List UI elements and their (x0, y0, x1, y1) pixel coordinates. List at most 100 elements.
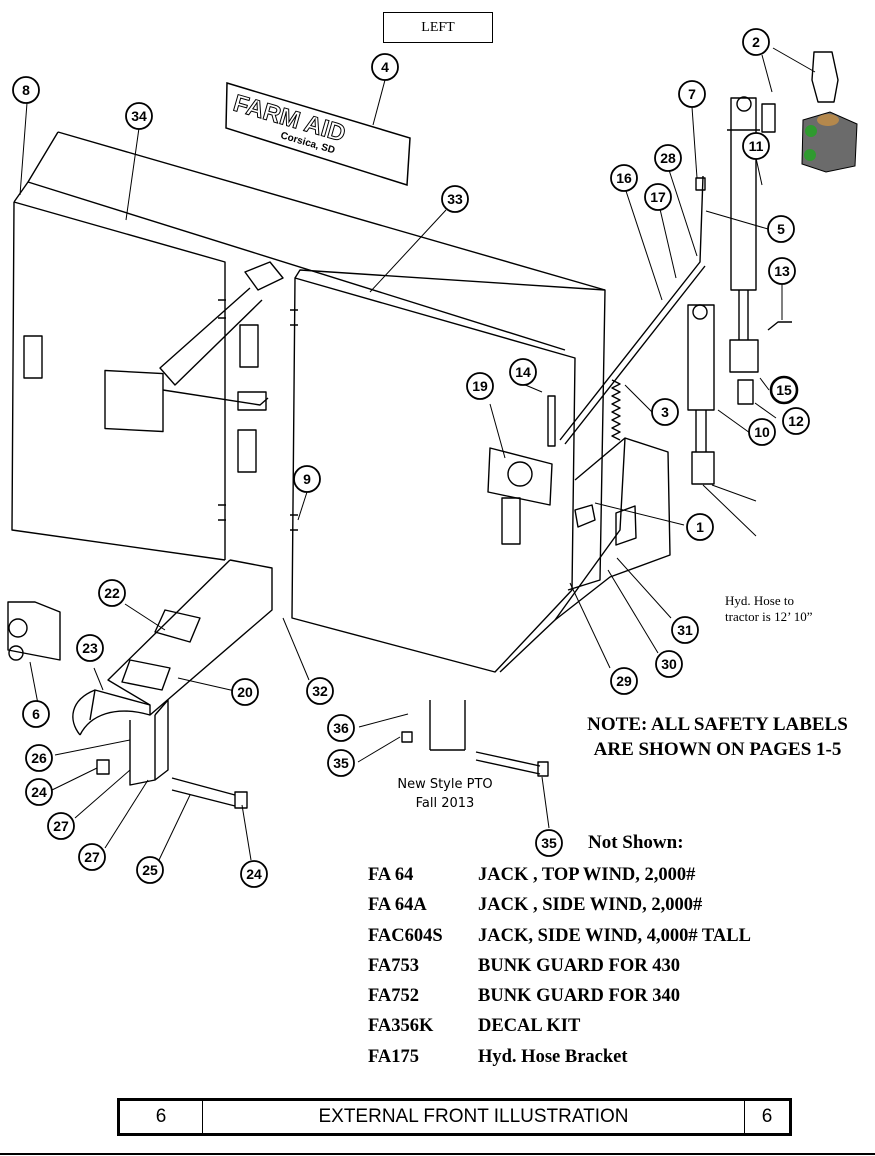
callout-33: 33 (441, 185, 469, 213)
hose-length-note: Hyd. Hose to tractor is 12’ 10” (725, 593, 812, 625)
callout-28: 28 (654, 144, 682, 172)
part-code: FA 64A (368, 895, 427, 916)
callout-24: 24 (240, 860, 268, 888)
callout-number: 12 (788, 413, 804, 429)
list-item: FA356K DECAL KIT (368, 1011, 868, 1041)
callout-8: 8 (12, 76, 40, 104)
view-label: LEFT (383, 12, 493, 43)
page-number-left: 6 (120, 1101, 203, 1133)
callout-11: 11 (742, 132, 770, 160)
callout-circle (76, 634, 104, 662)
part-description: BUNK GUARD FOR 340 (478, 986, 680, 1007)
callout-number: 35 (541, 835, 557, 851)
callout-circle (78, 843, 106, 871)
callout-30: 30 (655, 650, 683, 678)
callout-4: 4 (371, 53, 399, 81)
callout-number: 27 (84, 849, 100, 865)
callout-34: 34 (125, 102, 153, 130)
callout-number: 2 (752, 34, 760, 50)
page-title: EXTERNAL FRONT ILLUSTRATION (318, 1106, 629, 1127)
page-footer: 6 EXTERNAL FRONT ILLUSTRATION 6 (117, 1098, 792, 1136)
bottom-divider (0, 1153, 875, 1155)
brand-logo: FARM AID Corsica, SD (225, 81, 411, 187)
callout-27: 27 (47, 812, 75, 840)
callout-number: 19 (472, 378, 488, 394)
part-description: JACK , TOP WIND, 2,000# (478, 865, 696, 885)
pto-note: New Style PTO Fall 2013 (380, 775, 510, 813)
callout-29: 29 (610, 667, 638, 695)
callout-circle (651, 398, 679, 426)
callout-32: 32 (306, 677, 334, 705)
callout-12: 12 (782, 407, 810, 435)
callout-7: 7 (678, 80, 706, 108)
callout-circle (327, 749, 355, 777)
callout-number: 35 (333, 755, 349, 771)
callout-13: 13 (768, 257, 796, 285)
callout-10: 10 (748, 418, 776, 446)
callout-circle (136, 856, 164, 884)
callout-15: 15 (769, 375, 799, 405)
callout-number: 5 (777, 221, 785, 237)
part-code: FA175 (368, 1046, 420, 1067)
part-description: JACK, SIDE WIND, 4,000# TALL (478, 925, 751, 946)
page-number-right: 6 (744, 1101, 789, 1133)
callout-circle (327, 714, 355, 742)
callout-circle (654, 144, 682, 172)
part-description: Hyd. Hose Bracket (478, 1046, 628, 1067)
callout-number: 30 (661, 656, 677, 672)
callout-number: 20 (237, 684, 253, 700)
callout-number: 13 (774, 263, 790, 279)
hose-note-line2: tractor is 12’ 10” (725, 609, 813, 624)
callout-16: 16 (610, 164, 638, 192)
not-shown-parts-list: FA 64 JACK , TOP WIND, 2,000# FA 64A JAC… (368, 860, 868, 1072)
list-item: FA753 BUNK GUARD FOR 430 (368, 951, 868, 981)
list-item: FA752 BUNK GUARD FOR 340 (368, 981, 868, 1011)
list-item: FAC604S JACK, SIDE WIND, 4,000# TALL (368, 921, 868, 951)
callout-circle (655, 650, 683, 678)
callout-circle (769, 375, 799, 405)
callout-number: 6 (32, 706, 40, 722)
part-description: BUNK GUARD FOR 430 (478, 955, 680, 976)
callout-number: 17 (650, 189, 666, 205)
callout-circle (686, 513, 714, 541)
not-shown-heading: Not Shown: (588, 832, 684, 853)
callout-circle (125, 102, 153, 130)
leader-lines (19, 47, 816, 861)
callout-number: 4 (381, 59, 389, 75)
callout-number: 36 (333, 720, 349, 736)
part-code: FA 64 (368, 865, 414, 885)
pto-note-line1: New Style PTO (397, 777, 493, 792)
callout-number: 25 (142, 862, 158, 878)
callout-circle (767, 215, 795, 243)
callout-36: 36 (327, 714, 355, 742)
callout-3: 3 (651, 398, 679, 426)
callout-circle (671, 616, 699, 644)
callout-circle (25, 778, 53, 806)
callout-circle (610, 667, 638, 695)
callout-circle (25, 744, 53, 772)
callout-20: 20 (231, 678, 259, 706)
callout-5: 5 (767, 215, 795, 243)
callout-27: 27 (78, 843, 106, 871)
callout-circle (742, 132, 770, 160)
callout-number: 28 (660, 150, 676, 166)
callout-number: 16 (616, 170, 632, 186)
callout-number: 31 (677, 622, 693, 638)
callout-circle (441, 185, 469, 213)
callout-circle (678, 80, 706, 108)
callout-circle (98, 579, 126, 607)
callout-circle (748, 418, 776, 446)
callout-17: 17 (644, 183, 672, 211)
callout-number: 22 (104, 585, 120, 601)
callout-circle (610, 164, 638, 192)
callout-number: 15 (776, 382, 792, 398)
callout-number: 33 (447, 191, 463, 207)
safety-note-line2: ARE SHOWN ON PAGES 1-5 (593, 739, 842, 760)
callout-circle (535, 829, 563, 857)
callout-number: 29 (616, 673, 632, 689)
callout-number: 9 (303, 471, 311, 487)
pto-note-line2: Fall 2013 (415, 796, 475, 811)
callout-circle (240, 860, 268, 888)
safety-labels-note: NOTE: ALL SAFETY LABELS ARE SHOWN ON PAG… (560, 712, 875, 762)
